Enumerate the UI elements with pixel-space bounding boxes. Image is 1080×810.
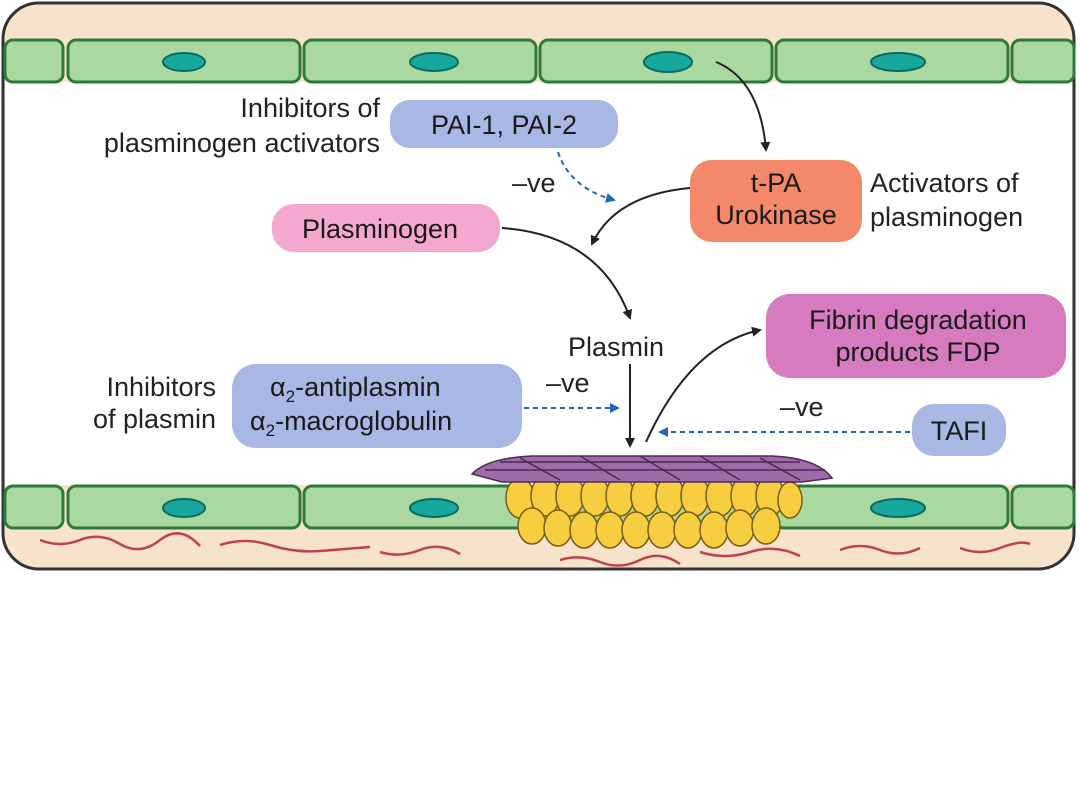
dashed-arrow-pai	[557, 151, 616, 203]
antiplasmin-label: α2-antiplasmin	[270, 372, 441, 406]
tafi-box	[912, 404, 1006, 456]
activators-line1: Activators of	[870, 168, 1019, 198]
nucleus	[162, 52, 206, 72]
plasmin-label: Plasmin	[568, 332, 664, 362]
arrow-activator-to-plasminogen	[590, 187, 691, 246]
top-endothelium	[3, 38, 1076, 84]
fdp-line1: Fibrin degradation	[809, 305, 1027, 335]
bottom-endothelium	[3, 484, 1076, 530]
antiplasmin-text: -antiplasmin	[295, 372, 441, 402]
tafi-label: TAFI	[931, 416, 988, 446]
subendothelial-fibres	[39, 532, 1031, 567]
vessel-lumen	[5, 82, 1072, 485]
subscript-two: 2	[266, 421, 275, 440]
activators-line2: plasminogen	[870, 202, 1023, 232]
nucleus	[409, 52, 459, 72]
pai-box	[390, 100, 618, 148]
arrow-plasminogen-to-plasmin	[501, 227, 632, 320]
inhibitors-plasmin-line1: Inhibitors	[106, 372, 216, 402]
arrow-endothelium-to-activator	[715, 61, 771, 152]
activator-box	[690, 160, 862, 242]
negative-label-tafi: –ve	[780, 392, 824, 422]
subscript-two: 2	[286, 387, 295, 406]
nucleus	[162, 498, 206, 518]
tpa-label: t-PA	[751, 168, 802, 198]
antiplasmin-box	[232, 364, 522, 448]
nucleus	[409, 498, 459, 518]
fibrin-mesh	[470, 455, 834, 483]
alpha-symbol: α	[250, 406, 266, 436]
inhibitors-pa-line2: plasminogen activators	[104, 128, 380, 158]
inhibitors-plasmin-line2: of plasmin	[93, 404, 216, 434]
arrow-clot-to-fdp	[645, 326, 762, 443]
plasminogen-box	[272, 204, 500, 252]
negative-label-pai: –ve	[512, 168, 556, 198]
negative-label-antiplasmin: –ve	[546, 368, 590, 398]
urokinase-label: Urokinase	[715, 200, 837, 230]
nucleus	[870, 52, 926, 72]
macroglobulin-text: -macroglobulin	[275, 406, 452, 436]
macroglobulin-label: α2-macroglobulin	[250, 406, 452, 440]
plasminogen-label: Plasminogen	[302, 214, 458, 244]
fdp-box	[766, 294, 1066, 378]
platelet-clot	[505, 475, 803, 549]
fdp-line2: products FDP	[835, 337, 1000, 367]
nucleus	[870, 498, 926, 518]
pai-label: PAI-1, PAI-2	[431, 110, 577, 140]
inhibitors-pa-line1: Inhibitors of	[240, 93, 380, 123]
nucleus	[643, 51, 693, 73]
alpha-symbol: α	[270, 372, 286, 402]
